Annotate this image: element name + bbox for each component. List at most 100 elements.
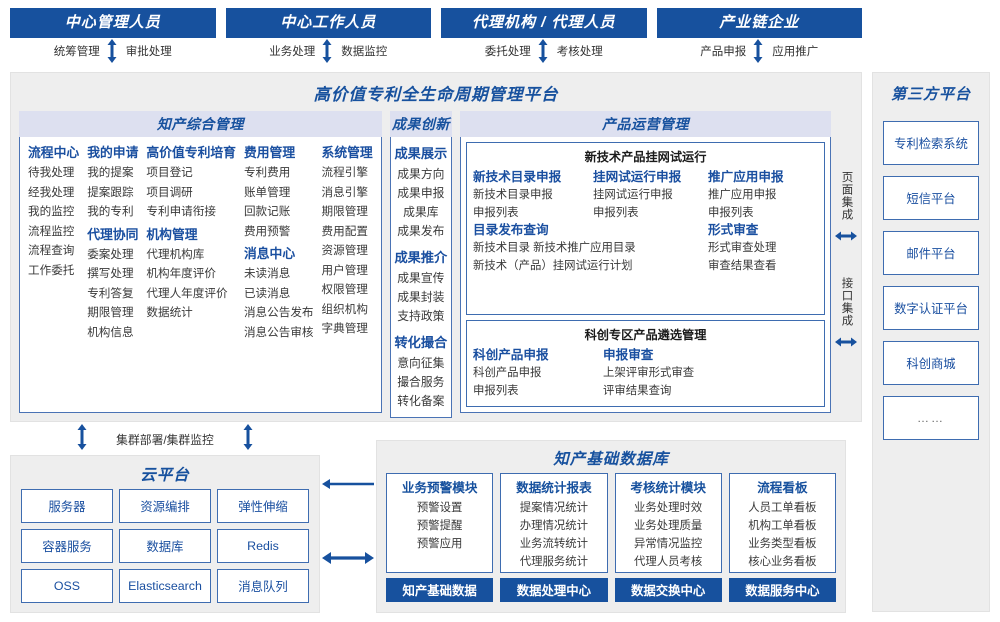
third-party-item-4[interactable]: 科创商城	[883, 341, 979, 385]
third-party-item-2[interactable]: 邮件平台	[883, 231, 979, 275]
database-item-2-0[interactable]: 业务处理时效	[633, 502, 703, 514]
cloud-cell-5[interactable]: Redis	[217, 529, 309, 563]
database-item-0-2[interactable]: 预警应用	[416, 538, 463, 550]
chanpin-group-title-0-1-1[interactable]: 形式审查	[708, 223, 759, 237]
chengguo-item-1-2[interactable]: 支持政策	[397, 309, 445, 323]
chanpin-item-0-1-1-1[interactable]: 审查结果查看	[708, 260, 777, 272]
chengguo-item-0-0[interactable]: 成果方向	[397, 167, 445, 181]
chengguo-item-1-1[interactable]: 成果封装	[397, 290, 445, 304]
zhichan-group-title-4-0[interactable]: 系统管理	[321, 145, 373, 160]
zhichan-group-title-0-0[interactable]: 流程中心	[28, 145, 80, 160]
cloud-cell-0[interactable]: 服务器	[21, 489, 113, 523]
zhichan-item-0-0-5[interactable]: 工作委托	[28, 263, 75, 277]
chanpin-item-0-1-1-0[interactable]: 形式审查处理	[708, 242, 777, 254]
zhichan-item-2-1-2[interactable]: 代理人年度评价	[146, 286, 228, 300]
zhichan-item-2-0-2[interactable]: 专利申请衔接	[146, 205, 216, 218]
third-party-item-1[interactable]: 短信平台	[883, 176, 979, 220]
database-item-2-2[interactable]: 异常情况监控	[633, 538, 703, 550]
zhichan-item-0-0-0[interactable]: 待我处理	[28, 166, 75, 179]
zhichan-item-0-0-1[interactable]: 经我处理	[28, 185, 75, 199]
zhichan-item-4-0-1[interactable]: 消息引擎	[321, 185, 368, 199]
zhichan-item-4-0-8[interactable]: 字典管理	[321, 322, 368, 335]
chanpin-item-0-0-1-1[interactable]: 申报列表	[593, 207, 639, 219]
zhichan-item-1-1-2[interactable]: 专利答复	[87, 286, 134, 300]
chanpin-group-title-0-0-2[interactable]: 推广应用申报	[708, 170, 784, 184]
database-footer-1[interactable]: 数据处理中心	[500, 578, 608, 602]
zhichan-item-2-1-3[interactable]: 数据统计	[146, 306, 193, 319]
cloud-cell-6[interactable]: OSS	[21, 569, 113, 603]
database-footer-2[interactable]: 数据交换中心	[614, 578, 722, 602]
chanpin-item-0-1-0-0[interactable]: 新技术目录 新技术推广应用目录	[473, 242, 636, 254]
chengguo-item-2-0[interactable]: 意向征集	[397, 356, 445, 370]
chanpin-group-title-1-0-0[interactable]: 科创产品申报	[473, 348, 549, 362]
database-item-3-3[interactable]: 核心业务看板	[748, 556, 817, 568]
database-footer-0[interactable]: 知产基础数据	[386, 578, 494, 602]
chanpin-group-title-0-0-1[interactable]: 挂网试运行申报	[593, 170, 682, 184]
third-party-item-0[interactable]: 专利检索系统	[883, 121, 979, 165]
chanpin-item-1-0-0-0[interactable]: 科创产品申报	[473, 367, 542, 379]
zhichan-item-2-0-1[interactable]: 项目调研	[146, 185, 193, 199]
chanpin-group-title-0-1-0[interactable]: 目录发布查询	[473, 223, 549, 237]
database-item-3-1[interactable]: 机构工单看板	[748, 520, 817, 532]
database-item-3-0[interactable]: 人员工单看板	[748, 502, 817, 514]
zhichan-item-1-0-1[interactable]: 提案跟踪	[87, 185, 134, 199]
database-item-2-1[interactable]: 业务处理质量	[633, 520, 703, 532]
zhichan-item-3-0-0[interactable]: 专利费用	[243, 166, 291, 179]
chengguo-item-2-2[interactable]: 转化备案	[397, 394, 445, 408]
zhichan-item-3-0-1[interactable]: 账单管理	[243, 185, 291, 199]
zhichan-group-title-1-0[interactable]: 我的申请	[87, 145, 139, 160]
chanpin-item-0-0-2-0[interactable]: 推广应用申报	[708, 189, 777, 201]
zhichan-item-4-0-3[interactable]: 费用配置	[321, 224, 368, 238]
zhichan-item-2-1-0[interactable]: 代理机构库	[146, 247, 205, 261]
chanpin-item-1-0-0-1[interactable]: 申报列表	[473, 385, 519, 397]
database-item-1-3[interactable]: 代理服务统计	[519, 556, 589, 568]
zhichan-item-2-1-1[interactable]: 机构年度评价	[146, 267, 216, 280]
zhichan-item-1-1-4[interactable]: 机构信息	[87, 325, 134, 339]
zhichan-item-1-1-3[interactable]: 期限管理	[87, 306, 134, 319]
database-item-2-3[interactable]: 代理人员考核	[633, 556, 703, 568]
zhichan-item-0-0-3[interactable]: 流程监控	[28, 224, 75, 238]
chengguo-group-title-2[interactable]: 转化撮合	[394, 335, 448, 350]
cloud-cell-4[interactable]: 数据库	[119, 529, 211, 563]
chanpin-item-1-0-1-1[interactable]: 评审结果查询	[603, 385, 672, 397]
zhichan-item-2-0-0[interactable]: 项目登记	[146, 166, 193, 179]
zhichan-group-title-1-1[interactable]: 代理协同	[87, 226, 139, 242]
database-item-1-1[interactable]: 办理情况统计	[519, 520, 589, 532]
chengguo-group-title-1[interactable]: 成果推介	[394, 250, 448, 265]
zhichan-group-title-2-1[interactable]: 机构管理	[146, 226, 198, 242]
zhichan-group-title-2-0[interactable]: 高价值专利培育	[146, 145, 236, 160]
chengguo-group-title-0[interactable]: 成果展示	[394, 146, 448, 161]
zhichan-item-3-1-1[interactable]: 已读消息	[243, 286, 291, 300]
database-item-3-2[interactable]: 业务类型看板	[748, 538, 817, 550]
chengguo-item-0-3[interactable]: 成果发布	[397, 224, 445, 238]
zhichan-group-title-3-1[interactable]: 消息中心	[243, 246, 296, 261]
zhichan-item-4-0-2[interactable]: 期限管理	[321, 205, 368, 218]
zhichan-item-3-1-3[interactable]: 消息公告审核	[243, 325, 314, 339]
third-party-item-5[interactable]: ……	[883, 396, 979, 440]
zhichan-item-1-0-0[interactable]: 我的提案	[87, 166, 134, 179]
zhichan-item-1-1-0[interactable]: 委案处理	[87, 247, 134, 261]
chengguo-item-2-1[interactable]: 撮合服务	[397, 375, 445, 389]
chengguo-item-0-1[interactable]: 成果申报	[397, 186, 445, 200]
zhichan-item-3-1-0[interactable]: 未读消息	[243, 267, 291, 280]
zhichan-item-0-0-4[interactable]: 流程查询	[28, 244, 75, 257]
cloud-cell-7[interactable]: Elasticsearch	[119, 569, 211, 603]
database-item-1-0[interactable]: 提案情况统计	[519, 502, 589, 514]
chanpin-item-0-0-1-0[interactable]: 挂网试运行申报	[593, 189, 673, 201]
database-item-1-2[interactable]: 业务流转统计	[519, 538, 589, 550]
chengguo-item-0-2[interactable]: 成果库	[403, 205, 439, 219]
zhichan-item-3-1-2[interactable]: 消息公告发布	[243, 306, 314, 319]
zhichan-item-3-0-2[interactable]: 回款记账	[243, 205, 291, 218]
database-item-0-0[interactable]: 预警设置	[416, 502, 463, 514]
cloud-cell-2[interactable]: 弹性伸缩	[217, 489, 309, 523]
chanpin-item-0-0-0-0[interactable]: 新技术目录申报	[473, 189, 553, 201]
chanpin-item-0-0-0-1[interactable]: 申报列表	[473, 207, 519, 219]
chanpin-item-0-1-0-1[interactable]: 新技术（产品）挂网试运行计划	[473, 260, 633, 272]
cloud-cell-1[interactable]: 资源编排	[119, 489, 211, 523]
zhichan-item-4-0-0[interactable]: 流程引擎	[321, 166, 368, 179]
chanpin-group-title-1-0-1[interactable]: 申报审查	[603, 348, 654, 362]
zhichan-item-4-0-7[interactable]: 组织机构	[321, 302, 368, 316]
chengguo-item-1-0[interactable]: 成果宣传	[397, 271, 445, 285]
chanpin-item-1-0-1-0[interactable]: 上架评审形式审查	[603, 367, 695, 379]
zhichan-item-0-0-2[interactable]: 我的监控	[28, 205, 75, 218]
